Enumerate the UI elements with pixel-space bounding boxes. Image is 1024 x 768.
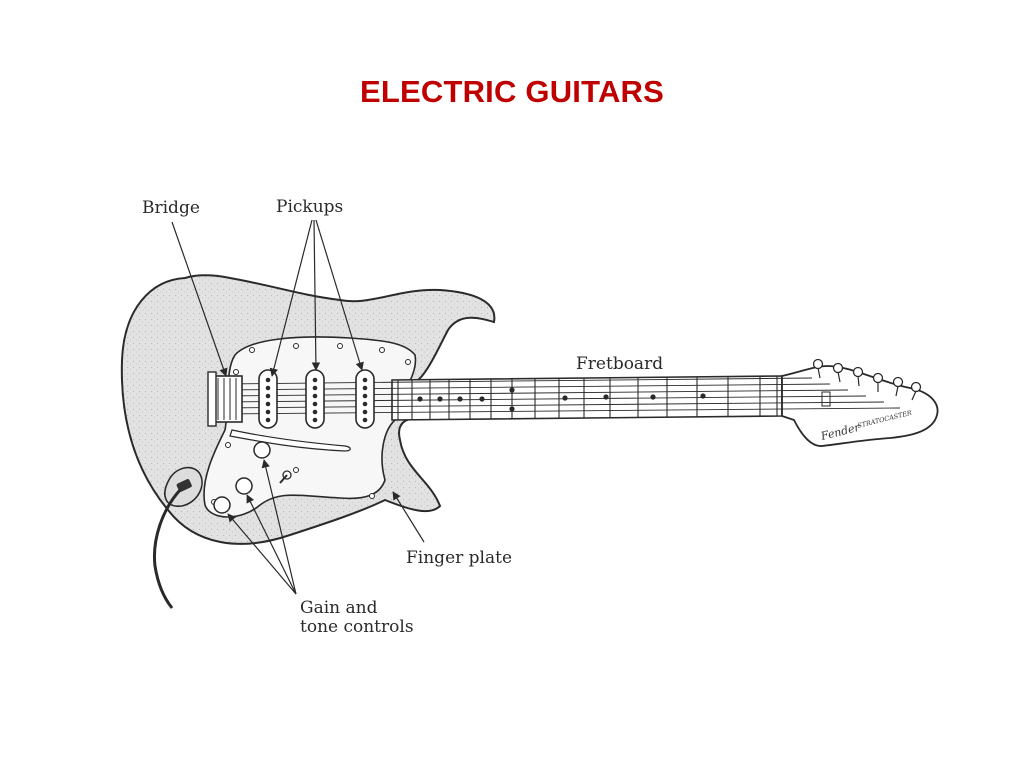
slide-title: ELECTRIC GUITARS xyxy=(359,74,664,109)
guitar-cable xyxy=(152,488,182,609)
pickup-bridge xyxy=(258,369,278,429)
selector-switch xyxy=(279,470,292,484)
bridge xyxy=(207,371,243,427)
pickup-neck xyxy=(355,369,375,429)
control-knobs xyxy=(213,441,271,514)
pickup-middle xyxy=(305,369,325,429)
label-controls-line2: tone controls xyxy=(300,617,414,637)
tremolo-arm xyxy=(229,429,351,452)
leader-lines xyxy=(171,219,425,595)
fretboard xyxy=(391,375,783,421)
label-fretboard: Fretboard xyxy=(576,354,663,374)
label-finger-plate: Finger plate xyxy=(406,548,512,568)
label-pickups: Pickups xyxy=(276,197,343,217)
pickguard-screws xyxy=(211,343,411,505)
headstock: Fender STRATOCASTER xyxy=(781,358,939,447)
label-bridge: Bridge xyxy=(142,198,200,218)
label-controls-line1: Gain and xyxy=(300,598,378,618)
strings xyxy=(219,377,901,415)
